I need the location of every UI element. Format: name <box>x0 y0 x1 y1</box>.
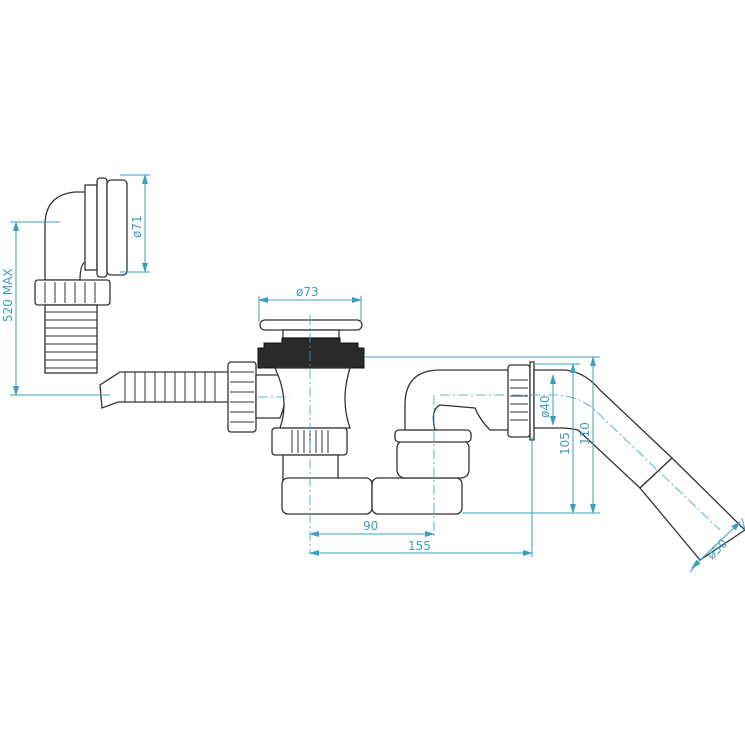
dim-distances: 90 155 <box>309 437 533 557</box>
distance-155-label: 155 <box>408 539 431 553</box>
height-105-label: 105 <box>558 432 572 455</box>
connection-hose <box>99 371 231 409</box>
overflow-assembly <box>34 177 128 374</box>
height-110-label: 110 <box>578 422 592 445</box>
drain-assembly <box>257 319 463 515</box>
overflow-height-label: 520 MAX <box>1 268 15 322</box>
trap-assembly <box>394 361 745 561</box>
overflow-hose <box>44 304 98 374</box>
distance-90-label: 90 <box>363 519 378 533</box>
overflow-diameter-label: ø71 <box>130 215 144 238</box>
dim-heights: 105 110 <box>365 356 600 514</box>
outlet-inner-diameter-label: ø40 <box>538 395 552 418</box>
dim-drain-diameter: ø73 <box>258 285 362 322</box>
dim-overflow-diameter: ø71 <box>120 174 150 273</box>
dim-overflow-height: 520 MAX <box>1 221 110 396</box>
outlet-pipe <box>639 457 745 561</box>
dim-outlet-inner: ø40 <box>538 374 556 426</box>
drain-cap <box>259 319 363 331</box>
drain-flange <box>257 337 365 369</box>
drain-diameter-label: ø73 <box>296 285 319 299</box>
